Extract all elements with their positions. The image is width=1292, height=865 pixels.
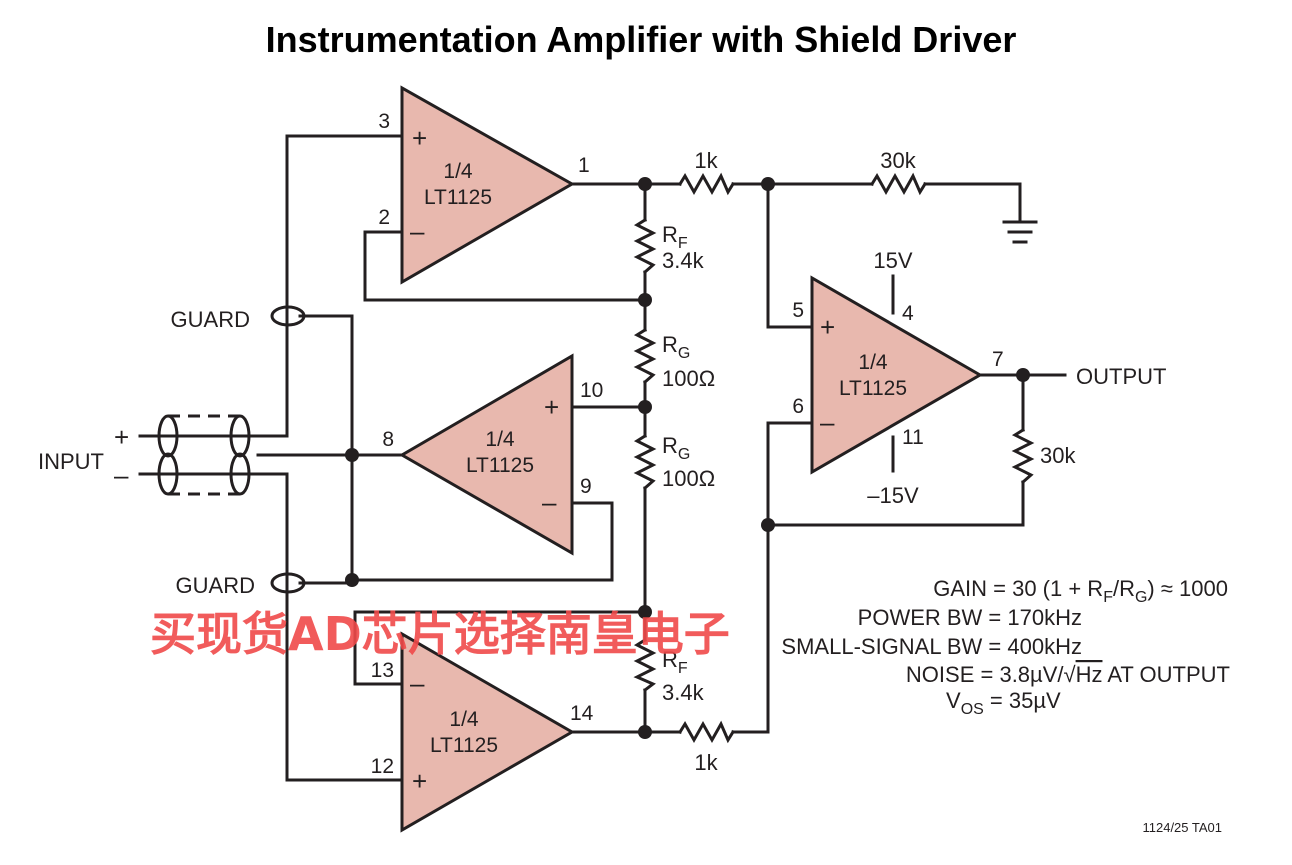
r1k-bottom-label: 1k <box>694 750 718 775</box>
input-plus-sign: + <box>114 422 129 452</box>
input-label: INPUT <box>38 449 104 474</box>
guard-label-top: GUARD <box>171 307 250 332</box>
guard-ring-top <box>270 305 306 327</box>
guard-ring-bottom <box>270 572 306 594</box>
r30k-feedback-label: 30k <box>1040 443 1076 468</box>
svg-text:100Ω: 100Ω <box>662 366 715 391</box>
resistor-rf-top <box>633 217 657 275</box>
resistor-rg-upper <box>633 327 657 385</box>
output-label: OUTPUT <box>1076 364 1166 389</box>
svg-text:3: 3 <box>378 110 390 133</box>
svg-text:RF: RF <box>662 222 688 252</box>
svg-text:+: + <box>544 392 559 422</box>
opamp-top: + – 1/4 LT1125 <box>400 85 576 285</box>
svg-text:LT1125: LT1125 <box>424 186 492 209</box>
svg-text:–: – <box>410 668 425 698</box>
svg-text:1/4: 1/4 <box>443 160 473 183</box>
svg-text:4: 4 <box>902 302 914 325</box>
supply-negative: –15V <box>867 483 919 508</box>
pin-numbers: 3 2 1 10 8 9 13 12 14 5 6 4 11 7 <box>371 110 1004 778</box>
resistor-1k-bottom <box>677 720 736 744</box>
svg-text:3.4k: 3.4k <box>662 680 705 705</box>
opamp-output: + – 1/4 LT1125 <box>810 275 983 475</box>
svg-text:1/4: 1/4 <box>485 428 515 451</box>
rf-bottom-label: RF 3.4k <box>662 647 705 705</box>
spec-gain: GAIN = 30 (1 + RF/RG) ≈ 1000 <box>933 576 1228 606</box>
svg-text:LT1125: LT1125 <box>430 734 498 757</box>
resistor-30k-feedback <box>1011 427 1035 485</box>
opamp-middle: + – 1/4 LT1125 <box>399 353 574 556</box>
svg-text:1/4: 1/4 <box>449 708 479 731</box>
svg-text:14: 14 <box>570 702 594 725</box>
supply-positive: 15V <box>873 248 912 273</box>
svg-text:–: – <box>410 216 425 246</box>
r30k-top-label: 30k <box>880 148 916 173</box>
svg-text:11: 11 <box>902 426 924 449</box>
wiring <box>138 134 1067 782</box>
resistor-rg-lower <box>633 433 657 491</box>
spec-small-signal-bw: SMALL-SIGNAL BW = 400kHz <box>781 634 1082 659</box>
svg-text:+: + <box>820 312 835 342</box>
rg-lower-label: RG 100Ω <box>662 433 715 491</box>
spec-power-bw: POWER BW = 170kHz <box>858 605 1082 630</box>
resistor-1k-top <box>677 172 736 196</box>
page-title: Instrumentation Amplifier with Shield Dr… <box>266 19 1017 60</box>
r1k-top-label: 1k <box>694 148 718 173</box>
svg-text:12: 12 <box>371 755 394 778</box>
svg-text:3.4k: 3.4k <box>662 248 705 273</box>
svg-text:8: 8 <box>382 428 394 451</box>
svg-text:10: 10 <box>580 379 603 402</box>
spec-noise: NOISE = 3.8µV/√Hz AT OUTPUT <box>906 662 1230 687</box>
svg-text:RG: RG <box>662 332 690 362</box>
svg-text:100Ω: 100Ω <box>662 466 715 491</box>
junctions <box>345 177 1030 739</box>
svg-text:1/4: 1/4 <box>858 351 888 374</box>
svg-text:13: 13 <box>371 659 394 682</box>
svg-text:7: 7 <box>992 348 1004 371</box>
rg-upper-label: RG 100Ω <box>662 332 715 391</box>
svg-text:–: – <box>542 487 557 517</box>
svg-text:RG: RG <box>662 433 690 463</box>
figure-code: 1124/25 TA01 <box>1142 820 1222 835</box>
svg-text:6: 6 <box>792 395 804 418</box>
svg-text:RF: RF <box>662 647 688 677</box>
spec-vos: VOS = 35µV <box>946 688 1061 718</box>
svg-text:+: + <box>412 123 427 153</box>
shielded-cable <box>157 414 251 496</box>
input-minus-sign: – <box>114 460 129 490</box>
rf-top-label: RF 3.4k <box>662 222 705 273</box>
resistor-rf-bottom <box>633 637 657 693</box>
svg-text:1: 1 <box>578 154 590 177</box>
svg-text:9: 9 <box>580 475 592 498</box>
svg-text:2: 2 <box>378 206 390 229</box>
svg-text:–: – <box>820 407 835 437</box>
specifications: GAIN = 30 (1 + RF/RG) ≈ 1000 POWER BW = … <box>781 576 1230 718</box>
resistor-30k-top <box>869 172 928 196</box>
svg-text:5: 5 <box>792 299 804 322</box>
guard-label-bottom: GUARD <box>176 573 255 598</box>
svg-text:+: + <box>412 766 427 796</box>
svg-text:LT1125: LT1125 <box>466 454 534 477</box>
watermark-text: 买现货AD芯片选择南皇电子 <box>150 607 730 661</box>
svg-text:LT1125: LT1125 <box>839 377 907 400</box>
opamp-bottom: – + 1/4 LT1125 <box>400 631 576 833</box>
